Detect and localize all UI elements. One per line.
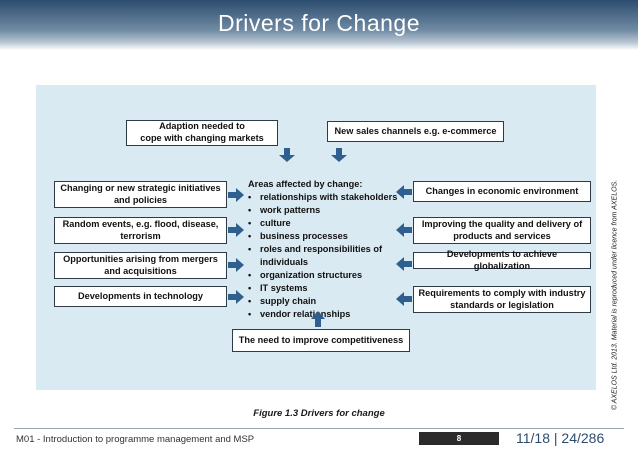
arrow-right-icon <box>228 258 244 272</box>
arrow-down-icon <box>279 148 295 162</box>
arrow-down-icon <box>331 148 347 162</box>
area-item: work patterns <box>248 204 398 217</box>
areas-affected-heading: Areas affected by change: <box>248 179 363 189</box>
footer-divider <box>14 428 624 429</box>
area-item: organization structures <box>248 269 398 282</box>
box-adaption-markets: Adaption needed to cope with changing ma… <box>126 120 278 146</box>
copyright-text: © AXELOS Ltd. 2013. Material is reproduc… <box>611 179 619 411</box>
arrow-right-icon <box>228 223 244 237</box>
area-item: roles and responsibilities of individual… <box>248 243 398 269</box>
area-item: IT systems <box>248 282 398 295</box>
box-technology: Developments in technology <box>54 286 227 307</box>
area-item: culture <box>248 217 398 230</box>
box-economic-environment: Changes in economic environment <box>413 181 591 202</box>
box-compliance: Requirements to comply with industry sta… <box>413 286 591 313</box>
area-item: business processes <box>248 230 398 243</box>
arrow-left-icon <box>396 292 412 306</box>
page-number-badge: 8 <box>419 432 499 445</box>
slide-header-band <box>0 0 638 50</box>
slide-title: Drivers for Change <box>217 10 421 36</box>
box-competitiveness: The need to improve competitiveness <box>232 329 410 352</box>
arrow-left-icon <box>396 257 412 271</box>
area-item: supply chain <box>248 295 398 308</box>
page-counter: 11/18 | 24/286 <box>516 430 605 446</box>
box-strategic-initiatives: Changing or new strategic initiatives an… <box>54 181 227 208</box>
box-quality-delivery: Improving the quality and delivery of pr… <box>413 217 591 244</box>
arrow-left-icon <box>396 185 412 199</box>
footer-module-title: M01 - Introduction to programme manageme… <box>16 434 255 445</box>
arrow-right-icon <box>228 290 244 304</box>
arrow-up-icon <box>311 311 325 327</box>
area-item: vendor relationships <box>248 308 398 321</box>
arrow-left-icon <box>396 223 412 237</box>
copyright-notice: © AXELOS Ltd. 2013. Material is reproduc… <box>600 175 630 415</box>
area-item: relationships with stakeholders <box>248 191 398 204</box>
box-globalization: Developments to achieve globalization <box>413 249 591 271</box>
box-mergers-acquisitions: Opportunities arising from mergers and a… <box>54 252 227 279</box>
box-new-sales-channels: New sales channels e.g. e-commerce <box>327 121 504 142</box>
box-random-events: Random events, e.g. flood, disease, terr… <box>54 217 227 244</box>
figure-caption: Figure 1.3 Drivers for change <box>253 408 385 419</box>
arrow-right-icon <box>228 188 244 202</box>
areas-affected-list: Areas affected by change: relationships … <box>248 178 398 321</box>
